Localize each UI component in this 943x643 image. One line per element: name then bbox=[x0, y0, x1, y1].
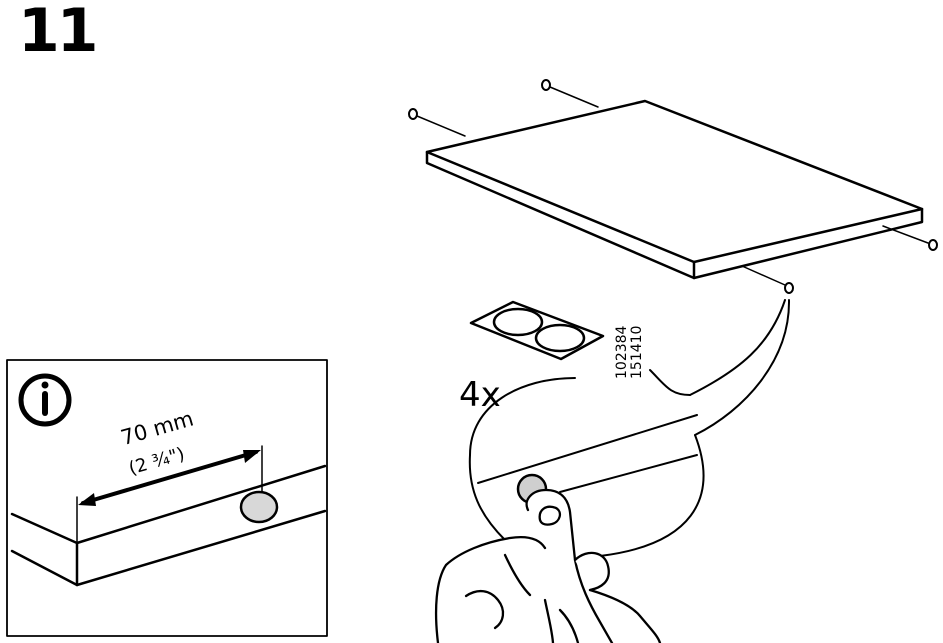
part-numbers: 102384 151410 bbox=[614, 325, 645, 379]
part-number-1: 102384 bbox=[614, 325, 630, 379]
hand-pressing-icon bbox=[434, 488, 662, 643]
info-icon bbox=[18, 373, 72, 427]
info-panel bbox=[6, 359, 328, 637]
felt-pad-sheet bbox=[469, 300, 605, 361]
shelf-board bbox=[408, 79, 938, 294]
step-number: 11 bbox=[18, 0, 98, 66]
felt-pad bbox=[239, 490, 279, 524]
part-number-2: 151410 bbox=[629, 326, 645, 379]
detail-callout bbox=[468, 299, 791, 557]
measure-metric: 70 mm bbox=[118, 406, 196, 450]
info-panel-frame bbox=[6, 359, 328, 637]
panel-board bbox=[10, 445, 327, 587]
info-dimension-label: 70 mm (2 ¾") bbox=[118, 406, 196, 479]
quantity-label: 4x bbox=[459, 375, 501, 415]
